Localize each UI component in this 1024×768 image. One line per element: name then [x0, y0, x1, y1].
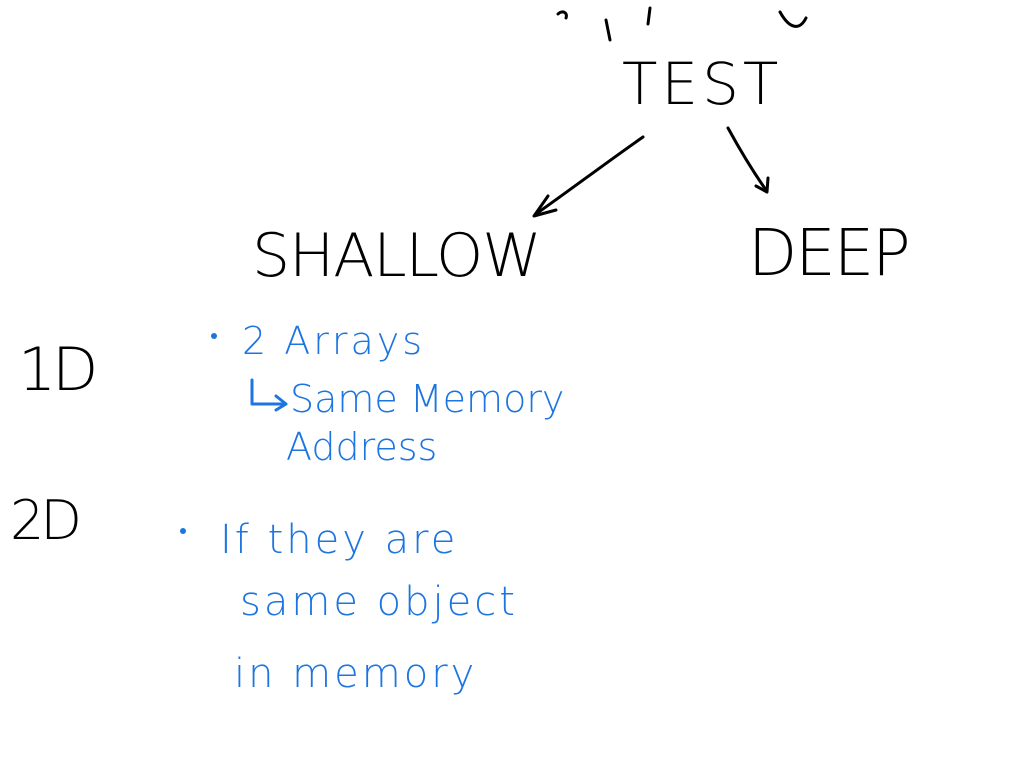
bullet-2d [180, 528, 186, 534]
arrowhead-deep [754, 176, 770, 194]
test-title: TEST [622, 50, 783, 118]
note-2d-line2: same object [240, 579, 518, 625]
note-1d-line3: Address [286, 425, 438, 469]
deep-label: DEEP [748, 217, 911, 291]
note-2d-line1: If they are [220, 517, 459, 563]
note-2d-line3: in memory [234, 651, 478, 697]
top-scribble [556, 6, 808, 42]
shallow-label: SHALLOW [252, 221, 542, 291]
row-label-2d: 2D [10, 489, 82, 552]
note-1d-line1: 2 Arrays [242, 319, 426, 363]
hook-arrow [250, 378, 288, 412]
note-1d-line2: Same Memory [290, 377, 565, 421]
row-label-1d: 1D [18, 335, 98, 405]
bullet-1d [211, 333, 217, 339]
arrowhead-shallow [532, 194, 558, 218]
arrow-to-shallow [534, 135, 645, 216]
arrow-to-deep [726, 126, 768, 192]
